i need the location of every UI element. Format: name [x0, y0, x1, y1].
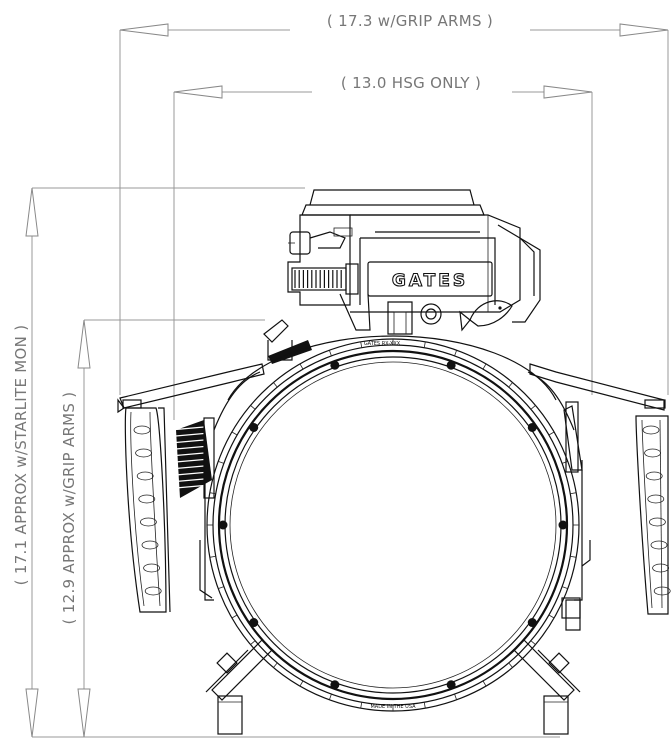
gear-tooth: [169, 484, 205, 490]
ring-tick: [250, 405, 256, 410]
gear-tooth: [169, 471, 205, 477]
ring-tick: [231, 614, 238, 619]
ring-tick: [454, 694, 457, 700]
grip-arm-right: [529, 363, 671, 631]
ring-tick: [329, 694, 332, 700]
grip-hole: [143, 563, 161, 573]
ring-bolt: [527, 422, 537, 432]
grip-hole: [133, 425, 151, 435]
ring-tick: [530, 640, 536, 645]
monitor-connector: [288, 227, 353, 255]
housing-body: [199, 335, 591, 601]
gear-tooth: [169, 439, 205, 444]
ring-tick: [508, 662, 513, 668]
ring-tick: [548, 431, 555, 436]
dimension-width-housing-only: ( 13.0 HSG ONLY ): [173, 74, 593, 420]
height-starlite-mon-label: ( 17.1 APPROX w/STARLITE MON ): [12, 325, 30, 586]
ring-tick: [562, 461, 568, 464]
ring-tick: [423, 702, 426, 709]
ring-tick: [570, 492, 577, 495]
ring-tick: [570, 555, 577, 558]
gates-logo: GATES: [367, 261, 493, 297]
ring-tick: [299, 363, 304, 370]
grip-hole: [136, 471, 154, 481]
ring-bolt: [249, 422, 259, 432]
grip-hole: [652, 563, 669, 573]
brand-name: GATES: [392, 271, 468, 291]
right-side-accessory: [561, 401, 581, 619]
ring-tick: [454, 350, 457, 356]
grip-hole: [647, 494, 665, 504]
gear-tooth: [169, 465, 205, 470]
grip-hole: [141, 540, 159, 550]
width-housing-only-label: ( 13.0 HSG ONLY ): [341, 74, 481, 92]
ring-bolt: [330, 360, 340, 370]
ring-tick: [482, 363, 487, 370]
ring-tick: [482, 680, 487, 687]
ring-tick: [360, 341, 363, 348]
grip-hole: [642, 425, 660, 435]
ring-bolt: [558, 520, 568, 530]
grip-hole: [135, 448, 153, 458]
left-handle-post: [263, 319, 312, 364]
ring-bolt: [218, 520, 228, 530]
width-grip-arms-label: ( 17.3 w/GRIP ARMS ): [327, 12, 493, 30]
gear-tooth: [169, 445, 205, 451]
height-grip-arms-label: ( 12.9 APPROX w/GRIP ARMS ): [60, 392, 78, 625]
focus-gear: [169, 417, 215, 499]
ring-bolt: [446, 360, 456, 370]
ring-tick: [273, 662, 278, 668]
gear-tooth: [169, 426, 205, 431]
port-ring: GATES RX-XXX MADE IN THE USA: [206, 338, 580, 712]
grip-hole: [644, 448, 661, 458]
grip-hole: [144, 586, 162, 596]
ring-tick: [273, 382, 278, 388]
gear-tooth: [169, 452, 205, 457]
ring-tick: [562, 586, 568, 589]
ring-tick: [530, 405, 536, 410]
top-ring-marking: GATES RX-XXX: [364, 341, 401, 347]
fish-logo-icon: [459, 300, 513, 332]
starlite-monitor: [287, 189, 541, 323]
ring-tick: [231, 431, 238, 436]
ring-tick: [250, 640, 256, 645]
ring-tick: [218, 586, 224, 589]
grip-hole: [645, 471, 663, 481]
ring-bolt: [330, 680, 340, 690]
housing-foot-right: [513, 639, 581, 735]
grip-hole: [649, 517, 666, 527]
grip-hole: [138, 494, 156, 504]
dimension-width-grip-arms: ( 17.3 w/GRIP ARMS ): [119, 12, 669, 395]
ring-tick: [329, 350, 332, 356]
bottom-ring-marking: MADE IN THE USA: [370, 704, 416, 710]
grip-arm-left: [117, 363, 265, 613]
gear-tooth: [169, 432, 205, 438]
ring-bolt: [527, 618, 537, 628]
ring-tick: [209, 492, 216, 495]
grip-hole: [139, 517, 157, 527]
housing-foot-left: [205, 639, 273, 735]
ring-tick: [423, 341, 426, 348]
ring-tick: [548, 614, 555, 619]
grip-hole: [650, 540, 668, 550]
gear-tooth: [169, 478, 205, 483]
ring-tick: [299, 680, 304, 687]
ring-bolt: [446, 680, 456, 690]
ring-tick: [360, 702, 363, 709]
center-port: [387, 301, 442, 335]
dimension-height-grip-arms: ( 12.9 APPROX w/GRIP ARMS ): [60, 319, 265, 738]
ring-tick: [218, 461, 224, 464]
control-knob: [291, 263, 371, 331]
dimension-height-starlite-mon: ( 17.1 APPROX w/STARLITE MON ): [12, 187, 560, 738]
ring-tick: [209, 555, 216, 558]
grip-hole: [653, 586, 671, 596]
ring-tick: [508, 382, 513, 388]
gear-tooth: [169, 458, 205, 464]
ring-bolt: [249, 618, 259, 628]
